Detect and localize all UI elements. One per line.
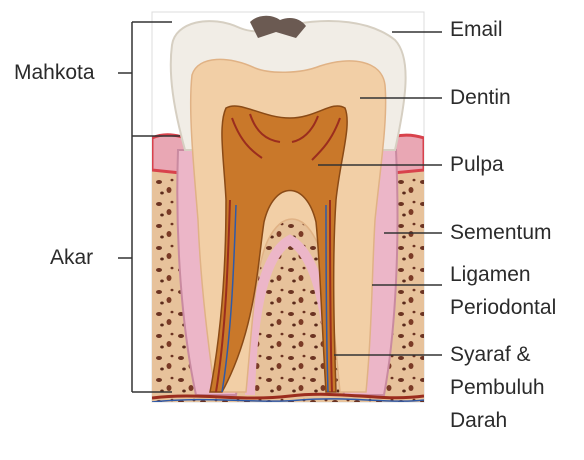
- label-ligamen: Ligamen: [450, 263, 531, 287]
- label-dentin: Dentin: [450, 86, 511, 110]
- label-sementum: Sementum: [450, 221, 552, 245]
- label-akar: Akar: [50, 246, 93, 270]
- label-pembuluh: Pembuluh: [450, 376, 545, 400]
- label-mahkota: Mahkota: [14, 61, 95, 85]
- label-syaraf: Syaraf &: [450, 343, 531, 367]
- label-darah: Darah: [450, 409, 507, 433]
- label-email: Email: [450, 18, 503, 42]
- label-periodontal: Periodontal: [450, 296, 556, 320]
- label-pulpa: Pulpa: [450, 153, 504, 177]
